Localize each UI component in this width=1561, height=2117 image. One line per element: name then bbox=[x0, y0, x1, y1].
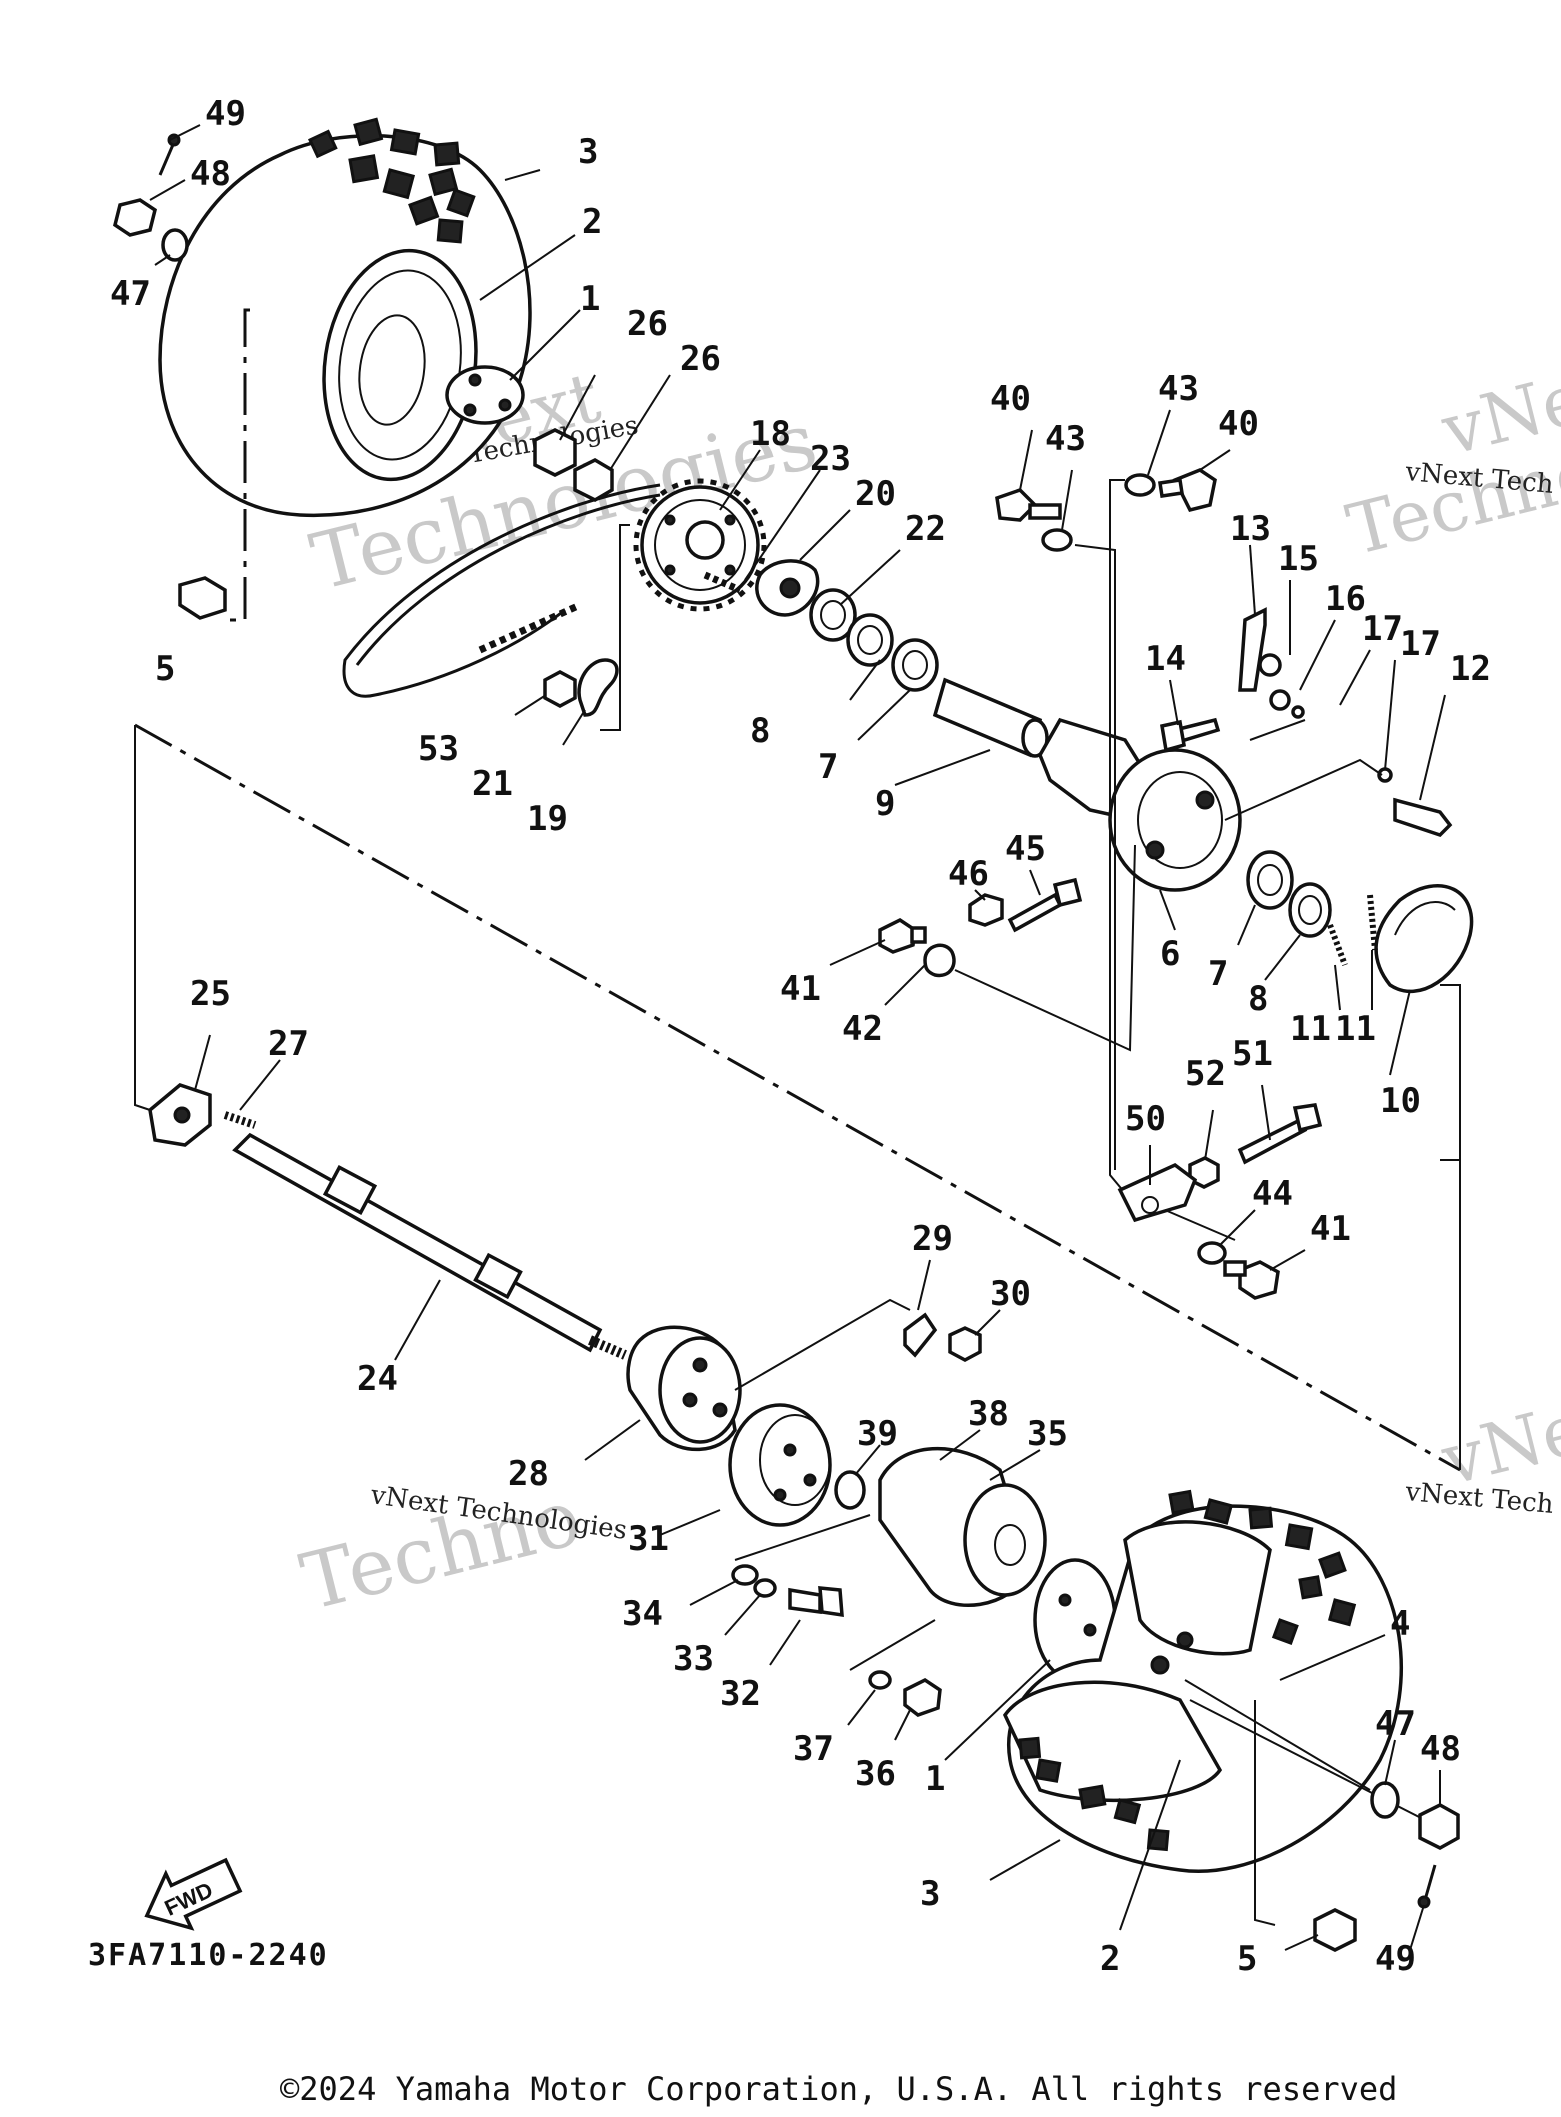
callout-35: 35 bbox=[1027, 1414, 1068, 1454]
callout-51: 51 bbox=[1232, 1034, 1273, 1074]
callout-2: 2 bbox=[1100, 1939, 1120, 1979]
callout-48: 48 bbox=[1420, 1729, 1461, 1769]
callout-16: 16 bbox=[1325, 579, 1366, 619]
callout-21: 21 bbox=[472, 764, 513, 804]
callout-38: 38 bbox=[968, 1394, 1009, 1434]
drawing-code: 3FA7110-2240 bbox=[88, 1938, 329, 1973]
callout-43: 43 bbox=[1158, 369, 1199, 409]
callout-18: 18 bbox=[750, 414, 791, 454]
axle-assembly bbox=[148, 1083, 1117, 1717]
callout-26: 26 bbox=[680, 339, 721, 379]
callout-3: 3 bbox=[920, 1874, 940, 1914]
upper-wheel bbox=[113, 117, 614, 622]
lower-wheel bbox=[1002, 1489, 1460, 1952]
callout-12: 12 bbox=[1450, 649, 1491, 689]
axle-housing bbox=[809, 468, 1474, 1300]
callout-52: 52 bbox=[1185, 1054, 1226, 1094]
callout-45: 45 bbox=[1005, 829, 1046, 869]
callout-49: 49 bbox=[1375, 1939, 1416, 1979]
callout-3: 3 bbox=[578, 132, 598, 172]
callout-19: 19 bbox=[527, 799, 568, 839]
leader-lines bbox=[149, 124, 1446, 1951]
callout-15: 15 bbox=[1278, 539, 1319, 579]
callout-41: 41 bbox=[780, 969, 821, 1009]
callout-47: 47 bbox=[110, 274, 151, 314]
callout-23: 23 bbox=[810, 439, 851, 479]
fwd-arrow: FWD bbox=[144, 1857, 243, 1931]
callout-7: 7 bbox=[1208, 954, 1228, 994]
callout-5: 5 bbox=[155, 649, 175, 689]
callout-6: 6 bbox=[1160, 934, 1180, 974]
callout-44: 44 bbox=[1252, 1174, 1293, 1214]
callout-49: 49 bbox=[205, 94, 246, 134]
callout-31: 31 bbox=[628, 1519, 669, 1559]
callout-29: 29 bbox=[912, 1219, 953, 1259]
callout-8: 8 bbox=[750, 711, 770, 751]
callout-34: 34 bbox=[622, 1594, 663, 1634]
callout-47: 47 bbox=[1375, 1704, 1416, 1744]
callout-20: 20 bbox=[855, 474, 896, 514]
callout-17: 17 bbox=[1400, 624, 1441, 664]
callout-40: 40 bbox=[1218, 404, 1259, 444]
callouts: 49 48 47 3 2 1 26 26 5 18 23 20 22 53 21… bbox=[110, 94, 1491, 1979]
callout-37: 37 bbox=[793, 1729, 834, 1769]
callout-5: 5 bbox=[1237, 1939, 1257, 1979]
callout-24: 24 bbox=[357, 1359, 398, 1399]
callout-42: 42 bbox=[842, 1009, 883, 1049]
callout-46: 46 bbox=[948, 854, 989, 894]
callout-10: 10 bbox=[1380, 1081, 1421, 1121]
assembly-axis-lines bbox=[134, 723, 1461, 1472]
watermark-text: vNext Tech bbox=[1403, 1477, 1555, 1520]
callout-7: 7 bbox=[818, 747, 838, 787]
callout-48: 48 bbox=[190, 154, 231, 194]
callout-25: 25 bbox=[190, 974, 231, 1014]
callout-41: 41 bbox=[1310, 1209, 1351, 1249]
callout-32: 32 bbox=[720, 1674, 761, 1714]
callout-11: 11 bbox=[1290, 1009, 1331, 1049]
callout-2: 2 bbox=[582, 202, 602, 242]
callout-14: 14 bbox=[1145, 639, 1186, 679]
callout-40: 40 bbox=[990, 379, 1031, 419]
callout-17: 17 bbox=[1362, 609, 1403, 649]
callout-28: 28 bbox=[508, 1454, 549, 1494]
copyright-notice: ©2024 Yamaha Motor Corporation, U.S.A. A… bbox=[280, 2070, 1398, 2108]
callout-50: 50 bbox=[1125, 1099, 1166, 1139]
callout-33: 33 bbox=[673, 1639, 714, 1679]
callout-22: 22 bbox=[905, 509, 946, 549]
callout-27: 27 bbox=[268, 1024, 309, 1064]
callout-11: 11 bbox=[1335, 1009, 1376, 1049]
callout-13: 13 bbox=[1230, 509, 1271, 549]
sprocket-assembly bbox=[342, 478, 820, 731]
callout-26: 26 bbox=[627, 304, 668, 344]
callout-39: 39 bbox=[857, 1414, 898, 1454]
callout-43: 43 bbox=[1045, 419, 1086, 459]
callout-53: 53 bbox=[418, 729, 459, 769]
callout-36: 36 bbox=[855, 1754, 896, 1794]
callout-1: 1 bbox=[580, 279, 600, 319]
callout-8: 8 bbox=[1248, 979, 1268, 1019]
callout-4: 4 bbox=[1390, 1604, 1410, 1644]
callout-1: 1 bbox=[925, 1759, 945, 1799]
callout-30: 30 bbox=[990, 1274, 1031, 1314]
callout-9: 9 bbox=[875, 784, 895, 824]
